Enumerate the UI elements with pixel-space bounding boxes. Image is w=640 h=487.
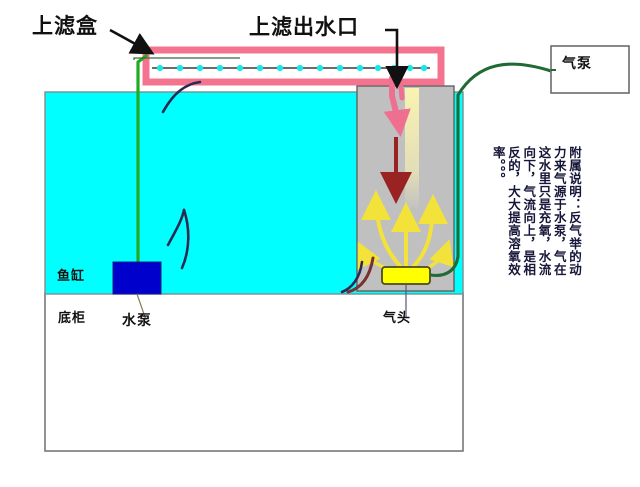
water-pump-shape (112, 261, 162, 295)
air-stone-shape (381, 266, 431, 285)
air-hose (429, 62, 553, 277)
filter-outlet-pointer (385, 28, 409, 90)
bottom-cabinet-shape (44, 292, 464, 452)
label-top-filter-box: 上滤盒 (32, 14, 98, 38)
label-bottom-cabinet: 底柜 (58, 311, 87, 326)
water-pump-leader (136, 293, 147, 321)
label-water-pump: 水泵 (122, 313, 152, 329)
top-filter-box-pointer (109, 28, 155, 55)
label-filter-outlet: 上滤出水口 (249, 15, 359, 39)
air-pump-box (550, 45, 630, 94)
water-hose (133, 54, 240, 278)
label-air-stone: 气头 (383, 311, 412, 326)
falling-water-column (405, 88, 419, 208)
label-fish-tank: 鱼缸 (57, 269, 86, 284)
chamber-intake-curve (346, 256, 375, 294)
tank-circulation-curves (161, 80, 364, 294)
label-air-pump: 气泵 (562, 56, 592, 72)
supplementary-note: 附属说明：反气举的动力来气源于水泵，气在这水里只是充氧，水流向下，气流向上，是相… (490, 146, 582, 276)
